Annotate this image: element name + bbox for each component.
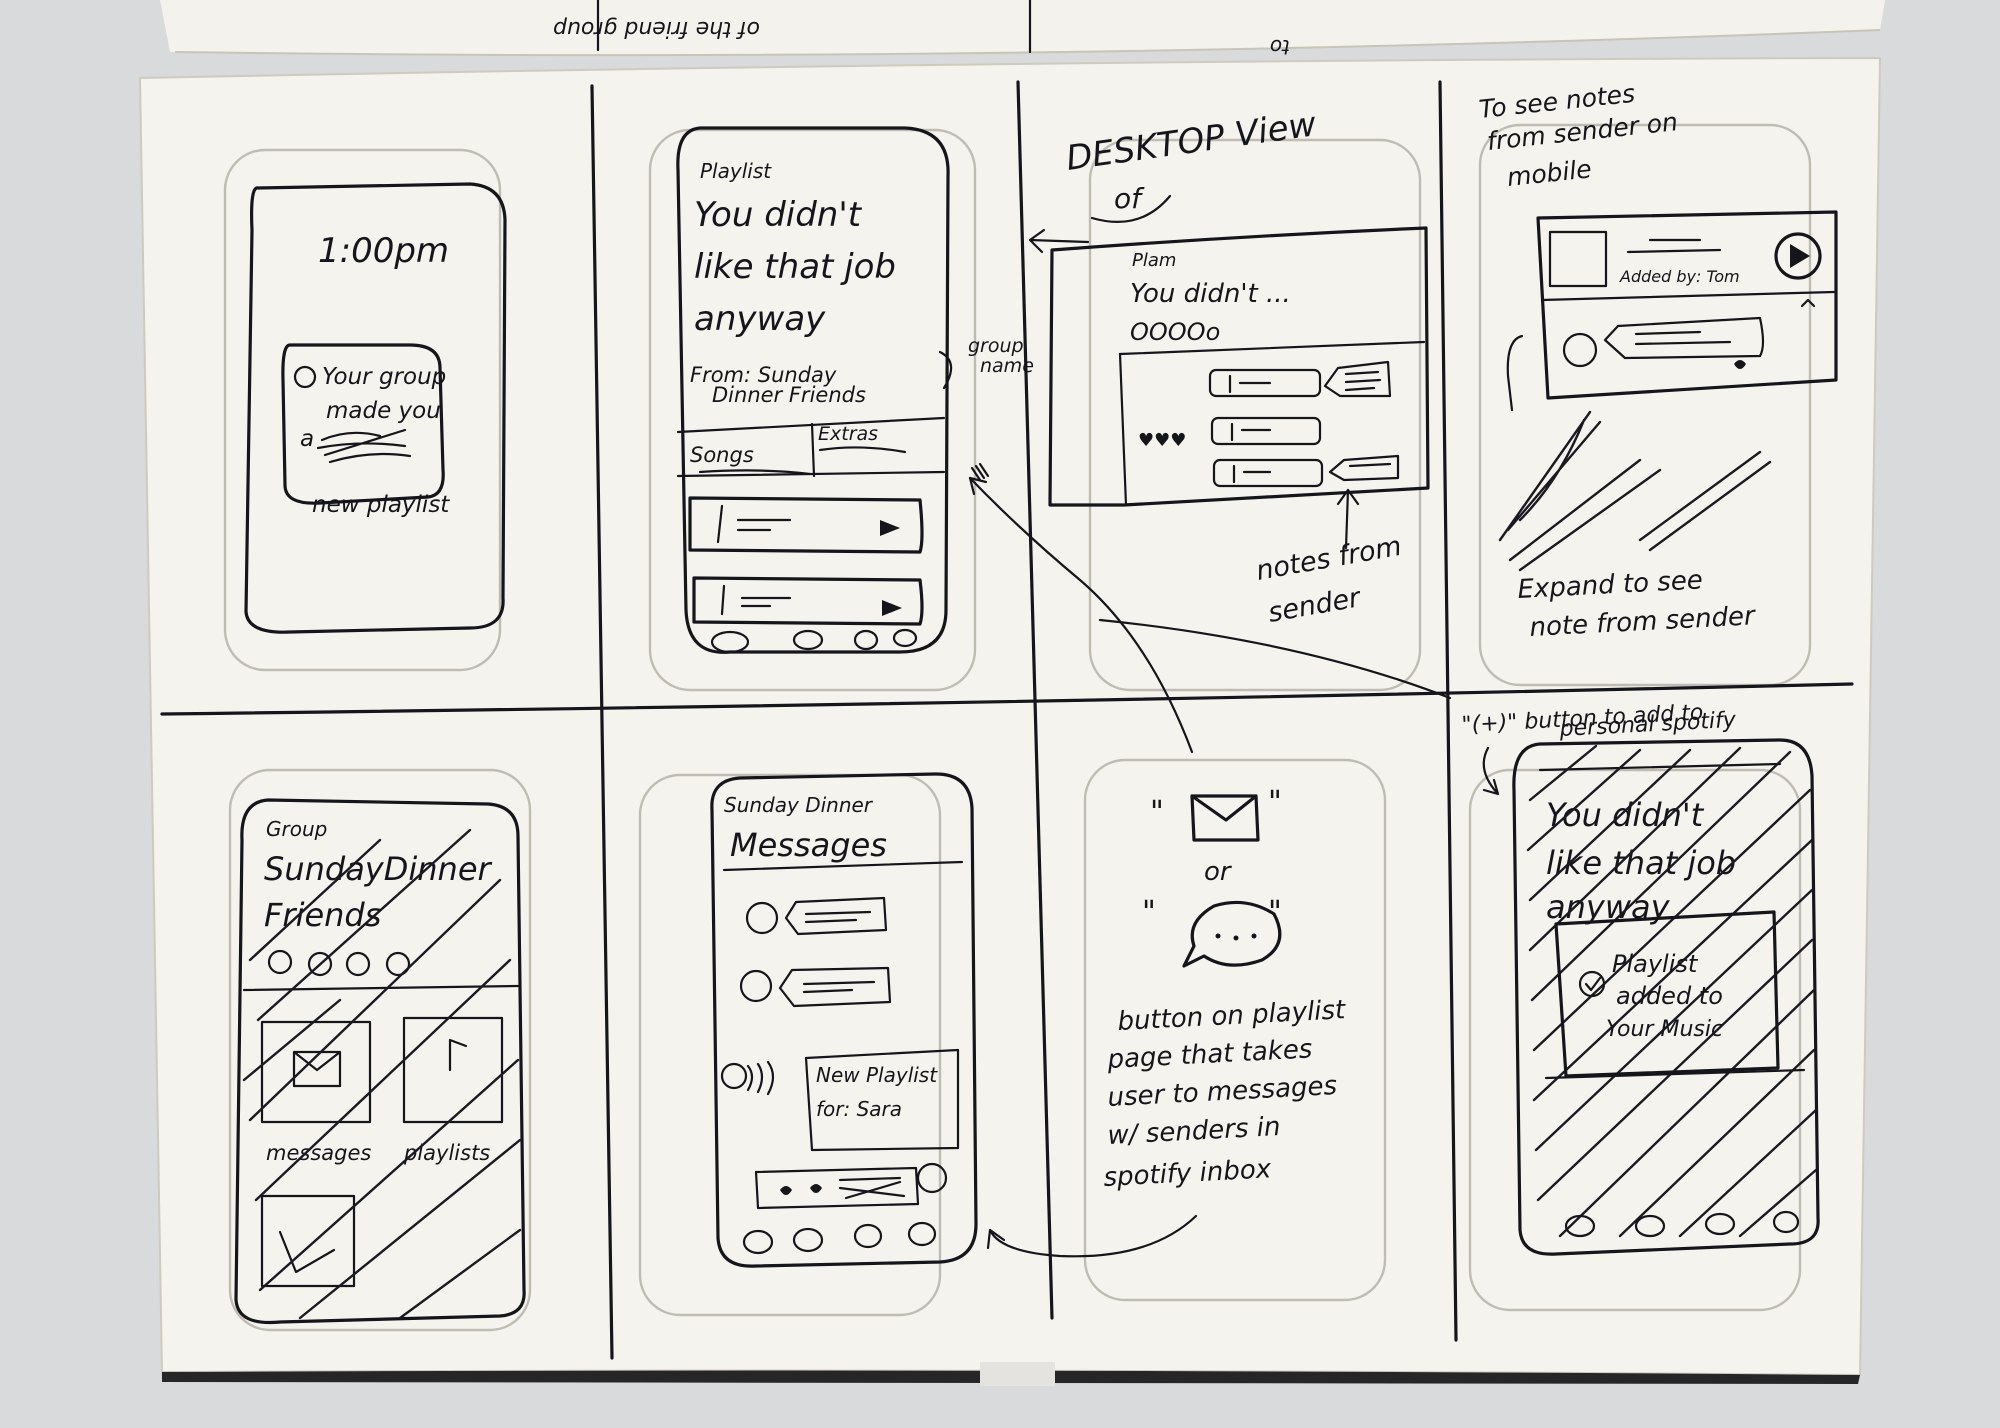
panel-mobile-notes: To see notes from sender on mobile Added… — [1478, 79, 1838, 643]
top-scribble: to — [1270, 35, 1290, 59]
quote-mark: " — [1268, 785, 1282, 820]
note-bubble[interactable] — [1603, 316, 1765, 360]
notification-text: Your group — [322, 364, 446, 390]
desktop-playlist-label: Plam — [1132, 250, 1176, 271]
confirmation-toast: added to — [1616, 982, 1723, 1010]
top-scribble: of the friend group — [553, 16, 760, 41]
new-playlist-card-text: for: Sara — [816, 1097, 902, 1121]
panel-playlist-page: Playlist You didn't like that job anyway… — [676, 126, 1034, 654]
playlist-title: anyway — [694, 299, 826, 339]
messages-title: Messages — [730, 826, 887, 864]
ghost-sketches — [223, 123, 1812, 1332]
music-note-icon — [448, 1038, 468, 1072]
music-note-icon — [293, 365, 317, 389]
panel-grid-lines — [160, 80, 1854, 1360]
group-name-annotation: name — [980, 355, 1034, 377]
panel-messages-page: Sunday Dinner Messages New Playlist for:… — [710, 772, 978, 1268]
avatar-icon — [1562, 332, 1598, 368]
confirmation-title: like that job — [1546, 844, 1736, 882]
desktop-heading: of — [1114, 182, 1145, 215]
confirmation-toast: Your Music — [1606, 1017, 1723, 1042]
notification-text: made you — [326, 398, 441, 424]
playlist-from: From: Sunday — [690, 363, 837, 387]
avatar-icon — [739, 969, 773, 1003]
tab-extras[interactable]: Extras — [818, 423, 878, 445]
desktop-dots: OOOOo — [1130, 318, 1220, 346]
added-by-label: Added by: Tom — [1619, 267, 1740, 286]
lock-time: 1:00pm — [318, 231, 449, 271]
new-playlist-card-text: New Playlist — [816, 1063, 938, 1087]
panel-added-confirmation: "(+)" button to add to personal spotify … — [1461, 700, 1820, 1256]
play-icon[interactable] — [1790, 244, 1810, 268]
playlist-from: Dinner Friends — [712, 383, 866, 407]
note-bubble[interactable] — [1323, 360, 1392, 398]
tile-label-playlists: playlists — [403, 1141, 490, 1165]
quote-mark: " — [1268, 895, 1282, 930]
chevron-up-icon[interactable] — [1800, 298, 1816, 308]
tab-songs[interactable]: Songs — [690, 443, 754, 467]
desktop-hearts: ♥♥♥ — [1138, 430, 1186, 451]
top-page: of the friend group to — [160, 0, 1885, 59]
envelope-icon — [292, 1050, 342, 1088]
or-label: or — [1204, 857, 1233, 887]
quote-mark: " — [1142, 895, 1156, 930]
note-bubble[interactable] — [1328, 454, 1400, 482]
confirmation-title: You didn't — [1546, 796, 1705, 834]
confirmation-toast: Playlist — [1612, 950, 1699, 978]
group-title: Friends — [264, 896, 381, 934]
hatching — [1526, 744, 1818, 1238]
avatar-icon — [745, 901, 779, 935]
play-icon[interactable] — [882, 600, 902, 616]
messages-tile[interactable] — [260, 1020, 372, 1124]
check-circle-icon — [1578, 970, 1606, 998]
tile-label-messages: messages — [266, 1141, 371, 1165]
notification-text: new playlist — [312, 492, 450, 518]
panel-group-page: Group SundayDinner Friends messages play… — [234, 798, 526, 1325]
group-name-annotation: group — [968, 335, 1024, 357]
playlist-title: like that job — [694, 247, 896, 287]
play-icon[interactable] — [880, 520, 900, 536]
panel-lock-screen: 1:00pm Your group made you a new playlis… — [244, 182, 507, 634]
playlist-label: Playlist — [700, 159, 772, 183]
notification-text: a — [300, 426, 314, 452]
desktop-playlist-title: You didn't ... — [1130, 279, 1291, 309]
group-label: Group — [266, 817, 327, 841]
group-title: SundayDinner — [264, 850, 493, 888]
messages-group-label: Sunday Dinner — [724, 793, 874, 817]
avatar-icon — [916, 1162, 948, 1194]
quote-mark: " — [1150, 795, 1164, 830]
new-playlist-card[interactable] — [804, 1048, 960, 1152]
playlists-tile[interactable] — [402, 1016, 504, 1124]
playlist-title: You didn't — [694, 195, 863, 235]
envelope-icon[interactable] — [1190, 794, 1260, 842]
chat-bubble-icon[interactable] — [1182, 900, 1282, 968]
